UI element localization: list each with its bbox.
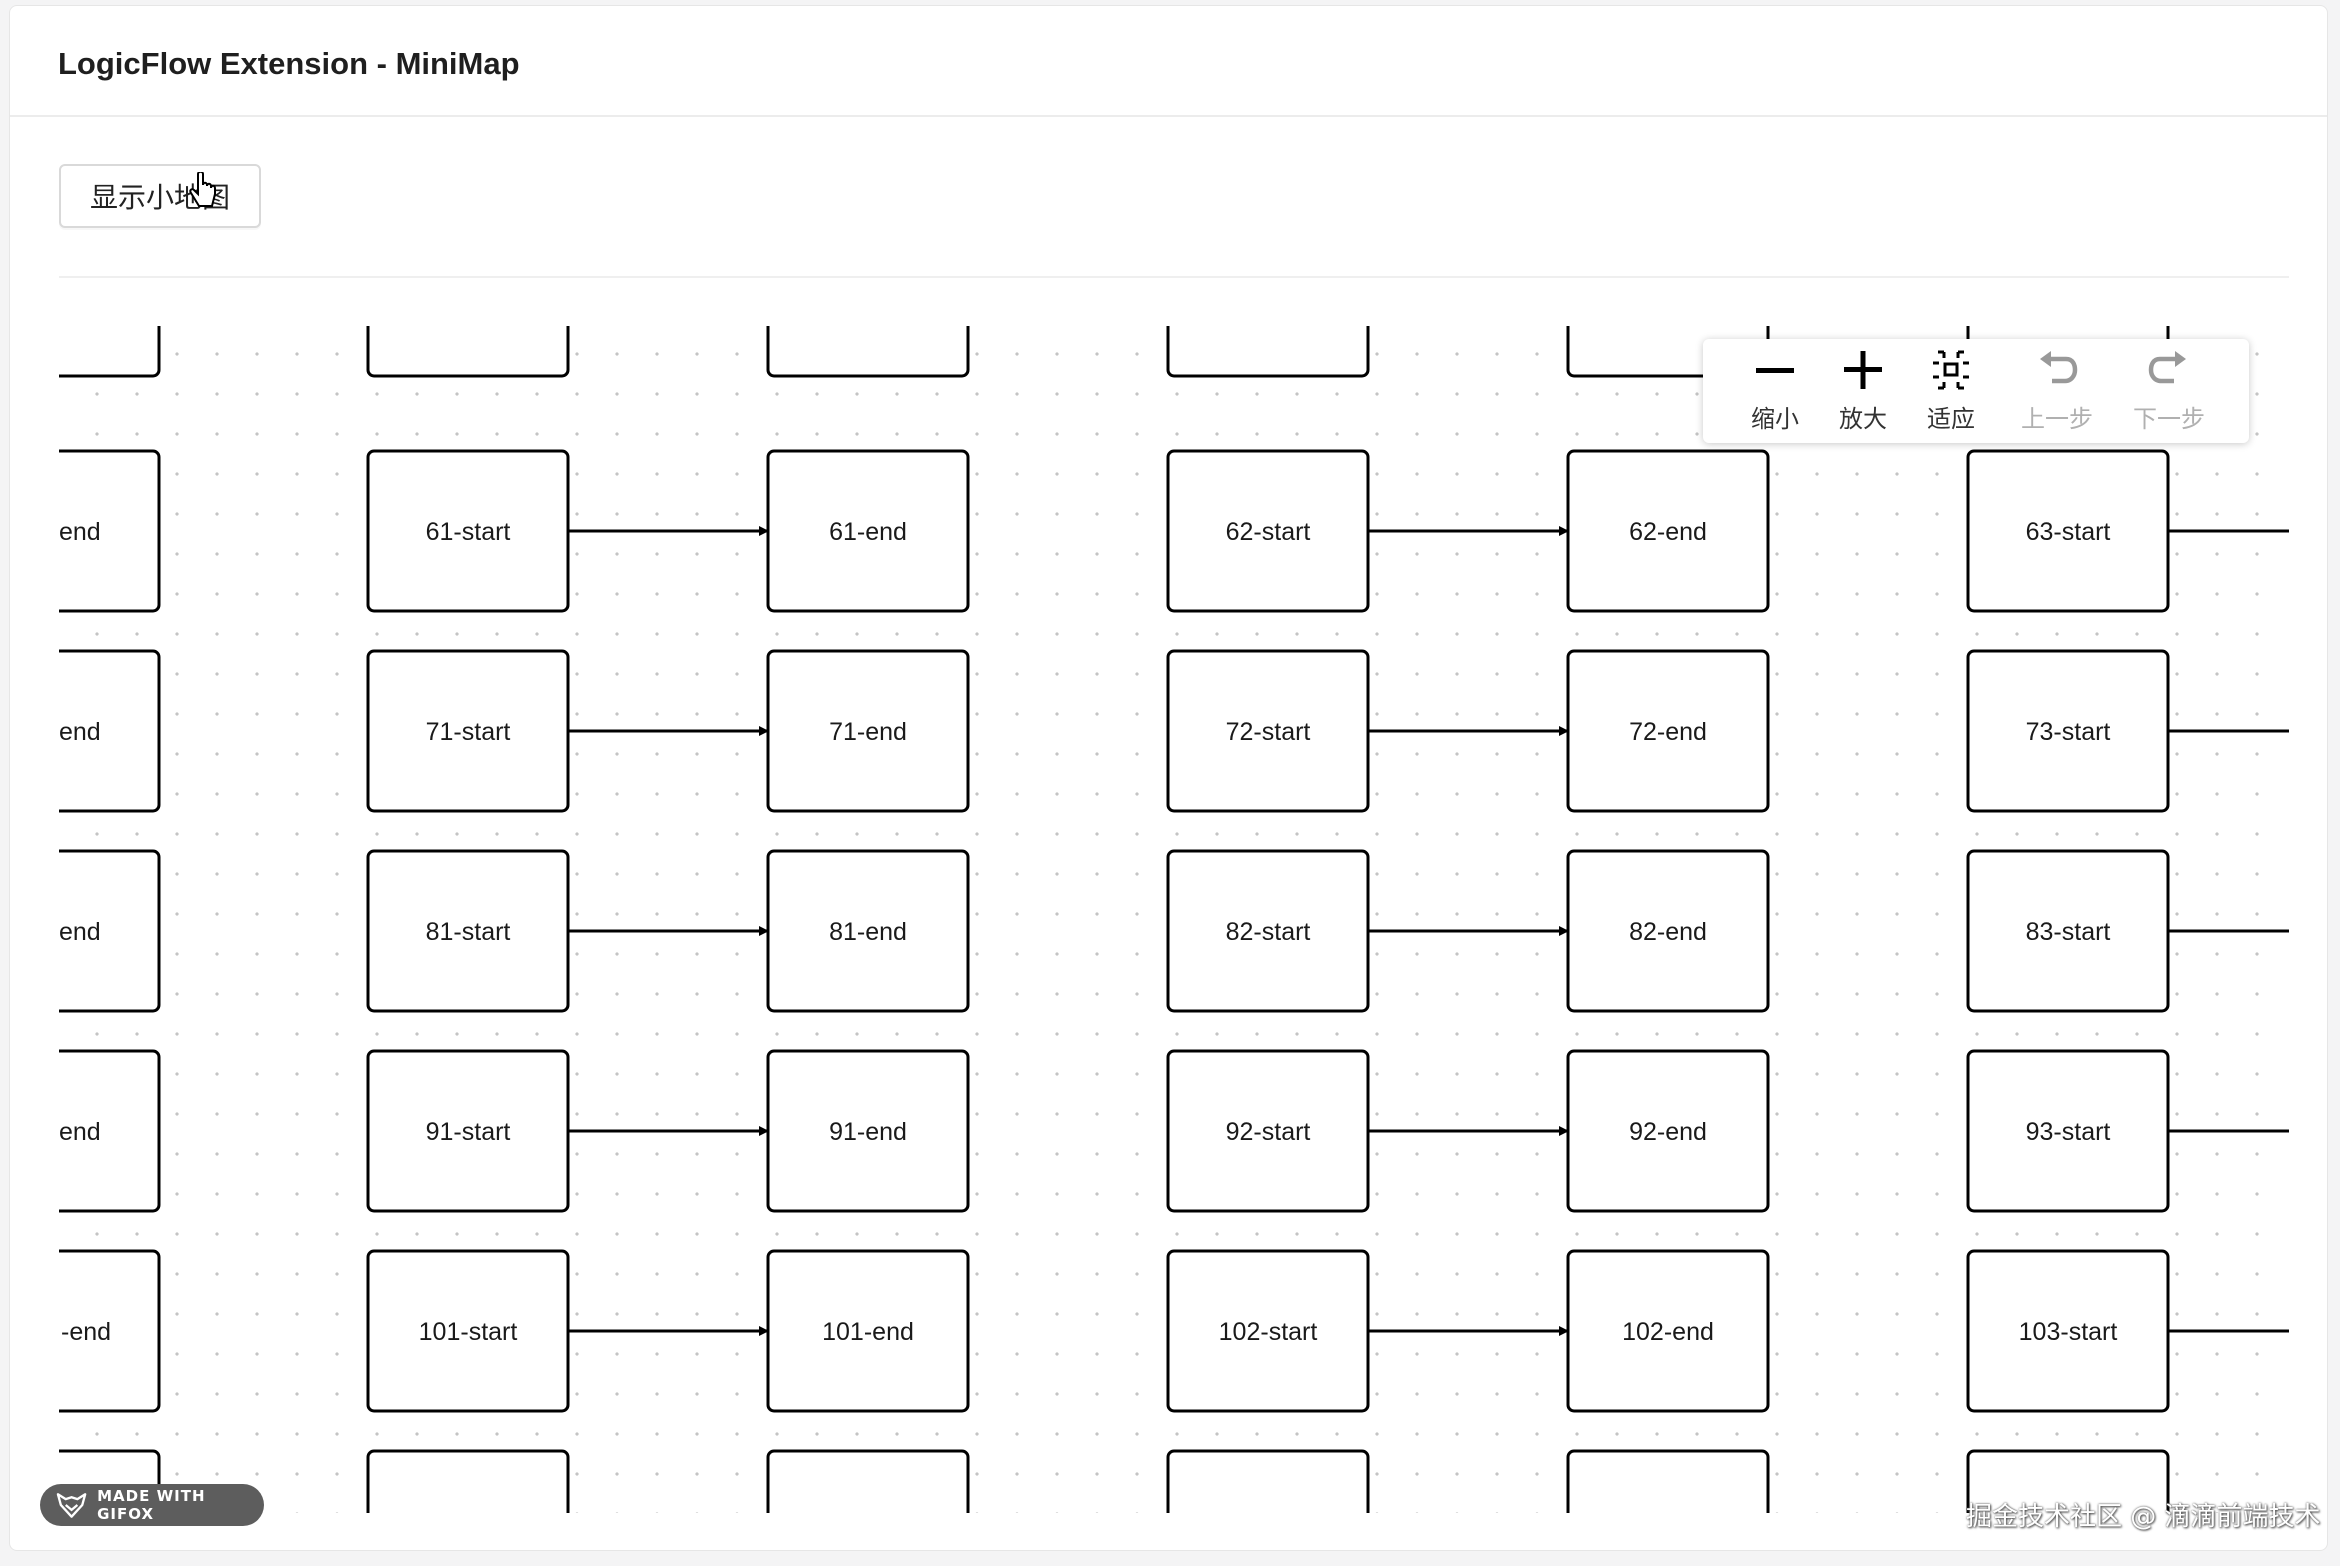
redo-icon bbox=[2148, 351, 2186, 384]
zoom-in-label: 放大 bbox=[1839, 405, 1887, 433]
flow-node[interactable]: 62-end bbox=[1566, 449, 1770, 613]
zoom-out-icon bbox=[1756, 368, 1794, 373]
flow-node-label: 72-end bbox=[1629, 718, 1707, 746]
flow-node-label: 91-end bbox=[829, 1118, 907, 1146]
flow-node[interactable]: end bbox=[59, 1049, 161, 1213]
flow-node[interactable]: 81-end bbox=[766, 849, 970, 1013]
flow-node[interactable]: 91-start bbox=[366, 1049, 570, 1213]
show-minimap-button[interactable]: 显示小地图 bbox=[59, 164, 261, 228]
flow-node-label: end bbox=[59, 1118, 101, 1146]
undo-icon bbox=[2040, 351, 2078, 384]
flow-node[interactable]: -end bbox=[59, 1249, 161, 1413]
flow-node[interactable]: 101-end bbox=[766, 1249, 970, 1413]
flow-node-label: end bbox=[59, 918, 101, 946]
watermark: 掘金技术社区 @ 滴滴前端技术 bbox=[1966, 1502, 2321, 1532]
flow-graph[interactable]: end51-start51-end52-start52-end53-starte… bbox=[59, 326, 2289, 1513]
divider bbox=[59, 276, 2289, 278]
flow-node-label: 63-start bbox=[2026, 518, 2111, 546]
flow-node[interactable]: 82-end bbox=[1566, 849, 1770, 1013]
flow-node-label: 83-start bbox=[2026, 918, 2111, 946]
page-title: LogicFlow Extension - MiniMap bbox=[58, 46, 520, 81]
gifox-badge-text: MADE WITH GIFOX bbox=[97, 1487, 206, 1523]
fit-view-label: 适应 bbox=[1927, 405, 1975, 433]
flow-node-label: 93-start bbox=[2026, 1118, 2111, 1146]
flow-node[interactable]: end bbox=[59, 649, 161, 813]
card-header: LogicFlow Extension - MiniMap bbox=[10, 6, 2327, 117]
flow-node[interactable]: 71-end bbox=[766, 649, 970, 813]
flow-node[interactable]: end bbox=[59, 849, 161, 1013]
flow-node[interactable] bbox=[1966, 1449, 2170, 1513]
flow-node[interactable]: 101-start bbox=[366, 1249, 570, 1413]
flow-node[interactable]: 102-end bbox=[1566, 1249, 1770, 1413]
redo-button[interactable]: 下一步 bbox=[2119, 339, 2219, 443]
zoom-out-button[interactable]: 缩小 bbox=[1733, 339, 1817, 443]
flow-node[interactable]: 61-end bbox=[766, 449, 970, 613]
flow-node-label: 81-start bbox=[426, 918, 511, 946]
flow-node-label: end bbox=[59, 718, 101, 746]
flow-node-label: 102-start bbox=[1219, 1318, 1318, 1346]
flow-node-label: 71-end bbox=[829, 718, 907, 746]
flow-node[interactable]: 73-start bbox=[1966, 649, 2170, 813]
flow-node[interactable]: end bbox=[59, 449, 161, 613]
flow-node[interactable]: 81-start bbox=[366, 849, 570, 1013]
flow-node-label: 81-end bbox=[829, 918, 907, 946]
flow-node[interactable]: 91-end bbox=[766, 1049, 970, 1213]
flow-node[interactable]: 72-end bbox=[1566, 649, 1770, 813]
redo-label: 下一步 bbox=[2133, 405, 2205, 433]
zoom-in-icon bbox=[1844, 351, 1882, 389]
zoom-in-button[interactable]: 放大 bbox=[1821, 339, 1905, 443]
flow-node[interactable]: 71-start bbox=[366, 649, 570, 813]
flow-node-label: end bbox=[59, 518, 101, 546]
flow-node-label: 61-end bbox=[829, 518, 907, 546]
flow-node[interactable]: 63-start bbox=[1966, 449, 2170, 613]
flow-node[interactable]: 92-end bbox=[1566, 1049, 1770, 1213]
main-card: LogicFlow Extension - MiniMap 显示小地图 end 5… bbox=[9, 5, 2328, 1551]
flow-node[interactable]: 51-end bbox=[766, 326, 970, 378]
fit-view-button[interactable]: 适应 bbox=[1909, 339, 1993, 443]
flow-node-label: 73-start bbox=[2026, 718, 2111, 746]
flow-node[interactable]: end bbox=[59, 326, 161, 378]
hand-cursor-icon bbox=[189, 172, 216, 207]
flow-node-label: 61-start bbox=[426, 518, 511, 546]
flow-node-label: 92-end bbox=[1629, 1118, 1707, 1146]
flow-node[interactable]: 82-start bbox=[1166, 849, 1370, 1013]
flow-node[interactable] bbox=[366, 1449, 570, 1513]
flow-node[interactable]: 61-start bbox=[366, 449, 570, 613]
undo-label: 上一步 bbox=[2021, 405, 2093, 433]
flow-node-label: 92-start bbox=[1226, 1118, 1311, 1146]
flow-node-label: 62-end bbox=[1629, 518, 1707, 546]
flow-node-label: 71-start bbox=[426, 718, 511, 746]
flow-node[interactable] bbox=[1566, 1449, 1770, 1513]
flow-node-label: 91-start bbox=[426, 1118, 511, 1146]
flow-node[interactable]: 52-start bbox=[1166, 326, 1370, 378]
flow-node[interactable]: 72-start bbox=[1166, 649, 1370, 813]
flow-node-label: 62-start bbox=[1226, 518, 1311, 546]
gifox-badge: MADE WITH GIFOX bbox=[40, 1484, 264, 1526]
flow-node[interactable]: 62-start bbox=[1166, 449, 1370, 613]
flow-node-label: 101-start bbox=[419, 1318, 518, 1346]
flow-node-label: 82-end bbox=[1629, 918, 1707, 946]
flow-node-label: 82-start bbox=[1226, 918, 1311, 946]
flow-node[interactable]: 51-start bbox=[366, 326, 570, 378]
flow-node-label: 103-start bbox=[2019, 1318, 2118, 1346]
undo-button[interactable]: 上一步 bbox=[2007, 339, 2107, 443]
fit-view-icon bbox=[1933, 350, 1969, 390]
flow-node-label: 102-end bbox=[1622, 1318, 1714, 1346]
flow-node[interactable] bbox=[1166, 1449, 1370, 1513]
flow-node-label: -end bbox=[61, 1318, 111, 1346]
flow-node[interactable]: 83-start bbox=[1966, 849, 2170, 1013]
flow-node[interactable] bbox=[766, 1449, 970, 1513]
flow-node-label: 101-end bbox=[822, 1318, 914, 1346]
flow-node[interactable]: 93-start bbox=[1966, 1049, 2170, 1213]
zoom-out-label: 缩小 bbox=[1751, 405, 1799, 433]
flow-canvas[interactable]: end51-start51-end52-start52-end53-starte… bbox=[59, 326, 2289, 1513]
flow-node[interactable]: 92-start bbox=[1166, 1049, 1370, 1213]
flow-node[interactable]: 102-start bbox=[1166, 1249, 1370, 1413]
gifox-logo-icon bbox=[56, 1493, 87, 1518]
flow-node-label: 72-start bbox=[1226, 718, 1311, 746]
flow-node[interactable]: 103-start bbox=[1966, 1249, 2170, 1413]
control-panel: 缩小 放大 适应 上一步 下一步 bbox=[1703, 339, 2249, 443]
